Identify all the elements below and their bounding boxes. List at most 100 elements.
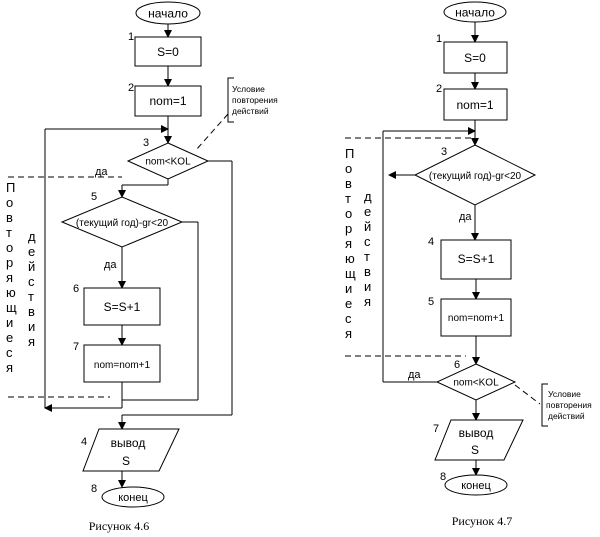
side-text: о [6, 195, 13, 210]
block-number: 6 [73, 283, 79, 295]
figure-caption: Рисунок 4.6 [89, 519, 150, 533]
note-line: действий [548, 411, 585, 421]
block-number: 3 [143, 137, 149, 149]
block-number: 8 [440, 471, 446, 483]
side-text: щ [6, 300, 17, 315]
increment-label: nom=nom+1 [448, 313, 505, 324]
side-text: с [345, 311, 352, 326]
side-text: т [345, 191, 351, 206]
side-text: е [28, 244, 35, 259]
yes-label: да [104, 259, 117, 271]
side-text: в [6, 210, 13, 225]
init-sum-block [443, 41, 508, 74]
block-number: 1 [436, 33, 442, 45]
accumulate-block [83, 287, 161, 326]
side-text: й [364, 219, 371, 234]
output-value: S [122, 454, 130, 468]
yes-label: да [408, 369, 421, 381]
note-line: действий [232, 106, 269, 116]
block-number: 8 [91, 483, 97, 495]
side-text: р [345, 221, 352, 236]
side-text: т [6, 225, 12, 240]
side-text: т [364, 249, 370, 264]
accumulate-label: S=S+1 [104, 300, 141, 314]
accumulate-label: S=S+1 [458, 252, 495, 266]
side-text: П [345, 146, 354, 161]
block-number: 4 [428, 236, 434, 248]
note-line: Условие [548, 389, 581, 399]
init-counter-block [443, 88, 508, 121]
side-text: и [345, 281, 352, 296]
increment-block [440, 298, 512, 337]
side-text: я [364, 294, 371, 309]
end-label: конец [118, 492, 148, 504]
block-number: 5 [428, 296, 434, 308]
side-text: с [6, 345, 13, 360]
side-text: е [6, 330, 13, 345]
side-text: я [345, 326, 352, 341]
end-terminal [444, 474, 508, 496]
side-text: о [345, 161, 352, 176]
filter-condition-label: (текущий год)-gr<20 [76, 218, 169, 229]
side-text: о [345, 206, 352, 221]
side-text: и [364, 279, 371, 294]
side-text: я [345, 236, 352, 251]
side-text: с [28, 274, 35, 289]
block-number: 7 [73, 341, 79, 353]
output-block [434, 419, 524, 461]
side-text: с [364, 234, 371, 249]
side-text: о [6, 240, 13, 255]
output-block [82, 428, 180, 472]
side-text: й [28, 259, 35, 274]
output-value: S [471, 443, 479, 457]
side-text: д [364, 189, 372, 204]
side-text: я [6, 270, 13, 285]
output-label: вывод [459, 426, 494, 440]
yes-label: да [459, 211, 472, 223]
side-text: щ [345, 266, 356, 281]
end-label: конец [461, 480, 491, 492]
init-sum-block [134, 36, 202, 67]
figure-caption: Рисунок 4.7 [452, 514, 513, 528]
filter-condition-label: (текущий год)-gr<20 [429, 171, 522, 182]
side-text: П [6, 180, 15, 195]
block-number: 2 [436, 83, 442, 95]
block-number: 4 [81, 436, 87, 448]
start-label: начало [148, 7, 188, 21]
side-text: е [345, 296, 352, 311]
side-text: в [345, 176, 352, 191]
side-text: в [364, 264, 371, 279]
side-text: т [28, 289, 34, 304]
side-text: я [28, 334, 35, 349]
loop-condition-label: nom<KOL [453, 378, 499, 389]
yes-label: да [95, 166, 108, 178]
note-line: повторения [232, 95, 278, 105]
figure-4-6: начало 1 S=0 2 nom=1 Условие повторения … [6, 1, 278, 533]
block-number: 1 [128, 31, 134, 43]
side-text: р [6, 255, 13, 270]
output-label: вывод [111, 436, 146, 450]
figure-4-7: начало 1 S=0 2 nom=1 3 (текущий год)-gr<… [345, 1, 592, 528]
block-number: 5 [91, 191, 97, 203]
init-sum-label: S=0 [157, 45, 179, 59]
init-counter-label: nom=1 [149, 94, 186, 108]
init-sum-label: S=0 [464, 51, 486, 65]
increment-block [83, 344, 161, 383]
side-text: я [6, 360, 13, 375]
block-number: 3 [441, 146, 447, 158]
note-line: повторения [546, 400, 592, 410]
block-number: 2 [128, 82, 134, 94]
start-label: начало [455, 6, 495, 20]
block-number: 7 [433, 423, 439, 435]
side-text: е [364, 204, 371, 219]
side-text: и [28, 319, 35, 334]
loop-condition-label: nom<KOL [145, 157, 191, 168]
increment-label: nom=nom+1 [94, 360, 151, 371]
block-number: 6 [454, 359, 460, 371]
side-text: д [28, 229, 36, 244]
init-counter-label: nom=1 [456, 98, 493, 112]
side-text: ю [6, 285, 16, 300]
end-terminal [101, 486, 165, 508]
side-text: ю [345, 251, 355, 266]
